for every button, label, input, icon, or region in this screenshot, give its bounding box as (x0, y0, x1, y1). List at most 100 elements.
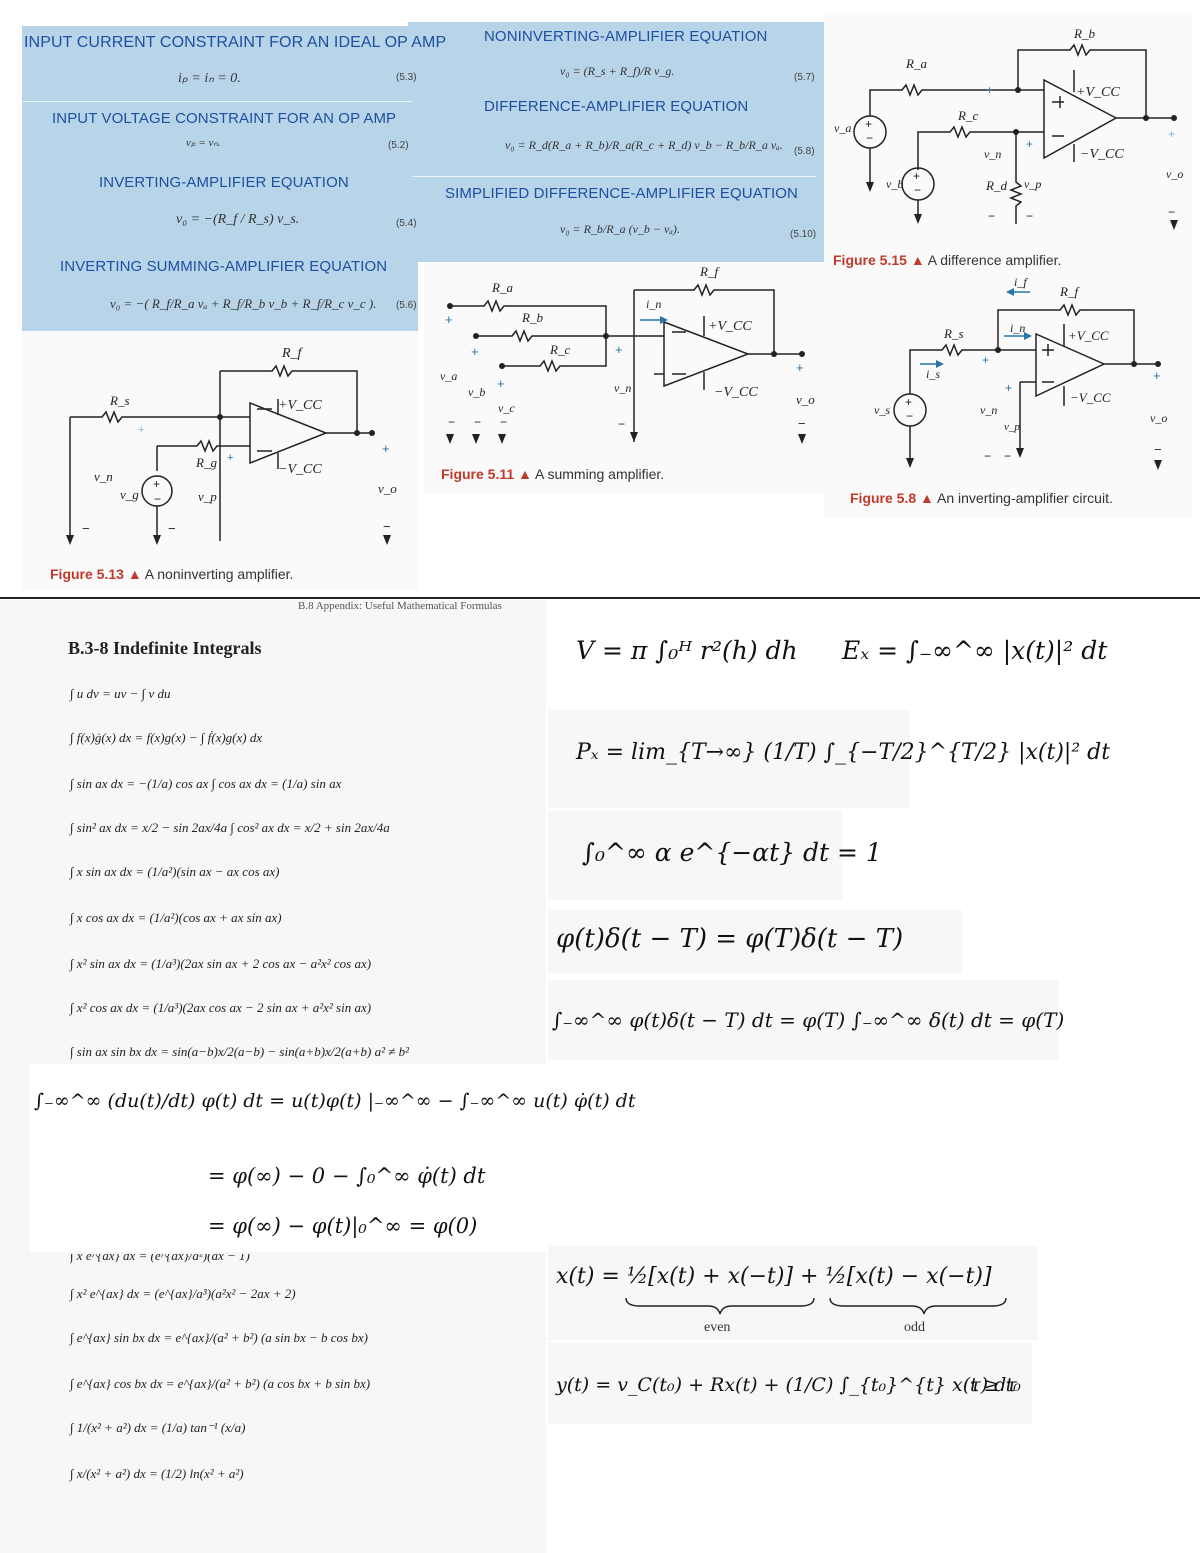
label-rc: R_c (957, 108, 978, 123)
heading-input-current: INPUT CURRENT CONSTRAINT FOR AN IDEAL OP… (24, 34, 447, 51)
label-vcc-neg: −V_CC (1080, 147, 1124, 162)
heading-difference-amp: DIFFERENCE-AMPLIFIER EQUATION (484, 98, 749, 115)
caption-text: An inverting-amplifier circuit. (937, 490, 1113, 506)
label-vb: v_b (468, 385, 485, 399)
fig-5-11-panel (424, 262, 824, 494)
fig-5-11-circuit: R_a R_b R_c R_f i_n +V_CC −V_CC v_a v_b … (440, 264, 815, 444)
label-rf: R_f (699, 264, 720, 279)
svg-text:−: − (383, 519, 391, 534)
svg-text:−: − (906, 409, 913, 423)
label-vp: v_p (1024, 177, 1041, 191)
exp-eq-block (548, 810, 842, 900)
svg-text:+: + (497, 376, 505, 391)
label-in: i_n (646, 297, 661, 311)
label-vo: v_o (1150, 411, 1167, 425)
svg-text:+: + (227, 452, 233, 464)
rc-eq: y(t) = v_C(t₀) + Rx(t) + (1/C) ∫_{t₀}^{t… (556, 1374, 1017, 1396)
section-divider (0, 597, 1200, 599)
svg-text:+: + (913, 169, 920, 183)
eq-input-current: iₚ = iₙ = 0. (178, 71, 241, 86)
sift-eq1-block (548, 910, 962, 974)
integral-formula: ∫ sin² ax dx = x/2 − sin 2ax/4a ∫ cos² a… (70, 820, 390, 835)
svg-text:−: − (168, 521, 176, 536)
energy-eq: Eₓ = ∫₋∞^∞ |x(t)|² dt (842, 636, 1108, 665)
fig-5-15-panel (824, 12, 1192, 274)
fig-5-15-circuit: R_b R_a R_c R_d +V_CC −V_CC v_a v_b v_n … (834, 26, 1183, 230)
rc-condition: t ≥ t₀ (970, 1374, 1021, 1396)
integral-formula: ∫ sin ax dx = −(1/a) cos ax ∫ cos ax dx … (70, 776, 342, 791)
label-vcc-neg: −V_CC (278, 462, 322, 477)
svg-text:−: − (1154, 442, 1162, 457)
svg-text:+: + (1005, 381, 1012, 395)
label-vcc-neg: −V_CC (714, 385, 758, 400)
eq-inverting-summing: v₀ = −( R_f/R_a vₐ + R_f/R_b v_b + R_f/R… (110, 296, 377, 311)
svg-text:+: + (982, 353, 989, 367)
caption-triangle-icon: ▲ (518, 466, 532, 482)
sift-eq1: φ(t)δ(t − T) = φ(T)δ(t − T) (556, 924, 904, 954)
eq-number: (5.8) (794, 146, 815, 157)
parts-eq-line2: = φ(∞) − 0 − ∫₀^∞ φ̇(t) dt (208, 1164, 486, 1188)
caption-number: Figure 5.13 (50, 566, 124, 582)
integral-formula: ∫ x/(x² + a²) dx = (1/2) ln(x² + a²) (70, 1466, 244, 1481)
sift-eq2-block (548, 980, 1058, 1060)
label-vn: v_n (94, 469, 113, 484)
integral-formula: ∫ x² sin ax dx = (1/a³)(2ax sin ax + 2 c… (70, 956, 372, 971)
svg-text:+: + (471, 344, 479, 359)
integral-formula: ∫ 1/(x² + a²) dx = (1/a) tan⁻¹ (x/a) (70, 1420, 246, 1435)
label-rs: R_s (109, 393, 130, 408)
integral-formula: ∫ x cos ax dx = (1/a²)(cos ax + ax sin a… (70, 910, 282, 925)
eq-number: (5.7) (794, 72, 815, 83)
caption-fig-5-8: Figure 5.8 ▲ An inverting-amplifier circ… (850, 490, 1113, 506)
volume-eq: V = π ∫₀ᴴ r²(h) dh (576, 636, 798, 665)
svg-text:−: − (154, 492, 161, 506)
svg-text:+: + (615, 342, 623, 357)
caption-number: Figure 5.8 (850, 490, 917, 506)
svg-text:+: + (796, 360, 804, 375)
svg-text:−: − (798, 416, 806, 431)
label-vcc-pos: +V_CC (708, 319, 752, 334)
fig-5-8-panel (824, 274, 1192, 518)
parts-eq-line1: ∫₋∞^∞ (du(t)/dt) φ(t) dt = u(t)φ(t) |₋∞^… (34, 1090, 636, 1112)
caption-number: Figure 5.11 (441, 466, 515, 482)
svg-text:−: − (984, 449, 991, 463)
sift-eq2: ∫₋∞^∞ φ(t)δ(t − T) dt = φ(T) ∫₋∞^∞ δ(t) … (552, 1008, 1065, 1032)
eq-difference-amp: v₀ = R_d(R_a + R_b)/R_a(R_c + R_d) v_b −… (505, 138, 783, 152)
label-vcc-pos: +V_CC (278, 398, 322, 413)
evenodd-eq-block (548, 1246, 1038, 1340)
label-vn: v_n (980, 403, 997, 417)
caption-number: Figure 5.15 (833, 252, 907, 268)
power-eq-block (548, 710, 910, 808)
evenodd-eq: x(t) = ½[x(t) + x(−t)] + ½[x(t) − x(−t)] (556, 1264, 992, 1289)
label-vo: v_o (378, 481, 397, 496)
label-if: i_f (1014, 275, 1028, 289)
label-rs: R_s (943, 326, 964, 341)
svg-text:−: − (474, 415, 481, 429)
rc-eq-block (548, 1342, 1032, 1424)
label-rd: R_d (985, 178, 1007, 193)
eq-noninverting: v₀ = (R_s + R_f)/R v_g. (560, 64, 675, 78)
divider (22, 101, 412, 102)
label-vp: v_p (198, 489, 217, 504)
integral-formula: ∫ x² e^{ax} dx = (e^{ax}/a³)(a²x² − 2ax … (70, 1286, 296, 1301)
integral-formula: ∫ u dv = uv − ∫ v du (70, 686, 171, 701)
label-ra: R_a (905, 56, 927, 71)
integral-formula: ∫ x sin ax dx = (1/a²)(sin ax − ax cos a… (70, 864, 280, 879)
eq-number: (5.2) (388, 140, 409, 151)
svg-text:−: − (1004, 449, 1011, 463)
integral-formula: ∫ e^{ax} sin bx dx = e^{ax}/(a² + b²) (a… (70, 1330, 368, 1345)
caption-triangle-icon: ▲ (920, 490, 934, 506)
svg-text:+: + (1026, 137, 1033, 151)
caption-text: A difference amplifier. (927, 252, 1062, 268)
appendix-header: B.8 Appendix: Useful Mathematical Formul… (298, 600, 502, 612)
parts-eq-block (30, 1064, 550, 1252)
svg-text:−: − (500, 415, 507, 429)
parts-eq-line3: = φ(∞) − φ(t)|₀^∞ = φ(0) (208, 1214, 478, 1238)
heading-noninverting: NONINVERTING-AMPLIFIER EQUATION (484, 28, 768, 45)
svg-text:+: + (905, 395, 912, 409)
power-eq: Pₓ = lim_{T→∞} (1/T) ∫_{−T/2}^{T/2} |x(t… (576, 740, 1111, 765)
label-vp: v_p (1004, 421, 1020, 433)
svg-text:−: − (618, 417, 625, 431)
left-equation-panel (22, 26, 418, 331)
integral-formula: ∫ x² cos ax dx = (1/a³)(2ax cos ax − 2 s… (70, 1000, 372, 1015)
svg-text:−: − (988, 209, 995, 223)
